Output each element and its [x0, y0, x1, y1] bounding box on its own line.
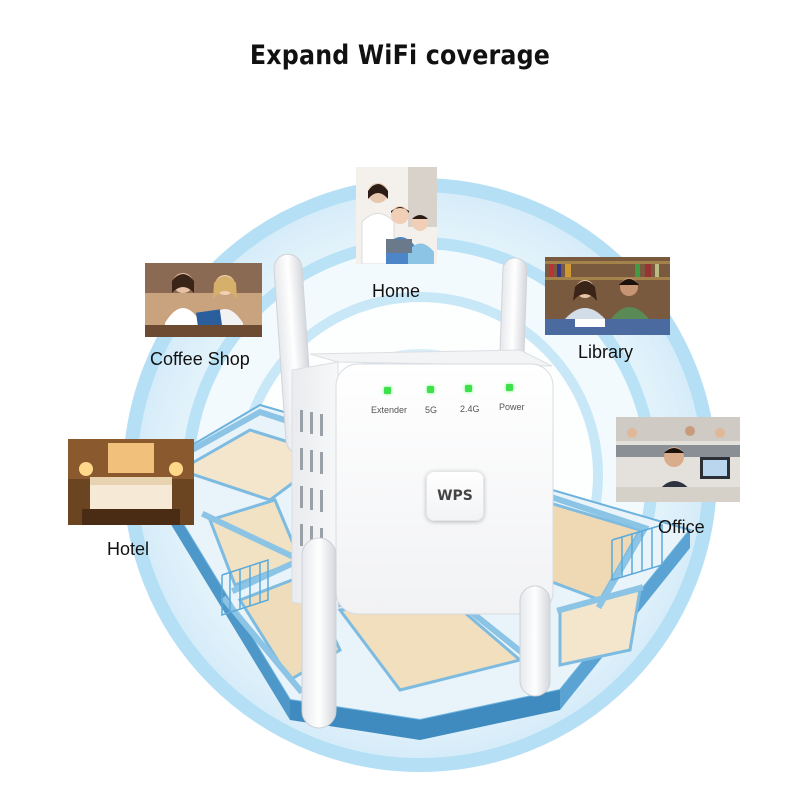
- office-label: Office: [658, 517, 705, 537]
- home-photo: [356, 167, 437, 264]
- power-led-icon: [506, 384, 513, 391]
- 5g-led-label: 5G: [425, 405, 438, 415]
- page-title: Expand WiFi coverage: [249, 40, 551, 71]
- extender-led-icon: [384, 387, 391, 394]
- coffee-shop-label: Coffee Shop: [150, 349, 250, 369]
- power-led-label: Power: [499, 402, 525, 412]
- hotel-label: Hotel: [107, 539, 150, 559]
- 2.4g-led-label: 2.4G: [460, 404, 480, 414]
- wps-button[interactable]: WPS: [426, 471, 484, 521]
- home-label: Home: [372, 281, 421, 301]
- 5g-led-icon: [427, 386, 434, 393]
- 2.4g-led-icon: [465, 385, 472, 392]
- coffee-shop-photo: [145, 263, 262, 337]
- library-photo: [545, 257, 670, 335]
- hotel-photo: [68, 439, 194, 525]
- extender-led-label: Extender: [371, 405, 408, 415]
- library-label: Library: [578, 342, 634, 362]
- office-photo: [616, 417, 740, 502]
